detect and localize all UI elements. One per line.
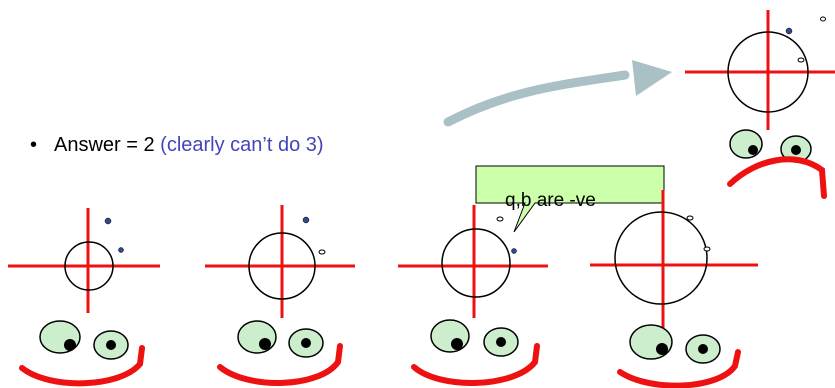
eye-icon [39, 320, 81, 354]
frown-icon [217, 343, 343, 386]
eye-icon [483, 327, 519, 357]
callout-box [475, 165, 665, 233]
frown-icon [727, 156, 827, 199]
panel-4 [590, 190, 758, 388]
curved-arrow [443, 60, 672, 127]
eye-icon [93, 330, 129, 360]
eye-icon [685, 334, 721, 364]
bullet-marker: • [30, 134, 38, 156]
callout-text: q,b are -ve [505, 190, 596, 211]
frown-icon [411, 343, 540, 386]
frown-icon [617, 349, 741, 388]
answer-text: Answer = 2 [54, 134, 155, 156]
answer-bullet: • Answer = 2 (clearly can’t do 3) [30, 134, 324, 157]
eye-icon [237, 320, 277, 354]
eye-icon [629, 324, 673, 360]
eye-icon [430, 319, 470, 353]
panel-1 [8, 208, 160, 387]
eye-icon [729, 129, 763, 159]
frown-icon [19, 345, 145, 387]
panel-2 [205, 205, 355, 386]
panel-top-right [685, 10, 835, 199]
answer-aside: (clearly can’t do 3) [160, 134, 324, 156]
panel-3 [398, 205, 548, 386]
eye-icon [288, 328, 324, 358]
